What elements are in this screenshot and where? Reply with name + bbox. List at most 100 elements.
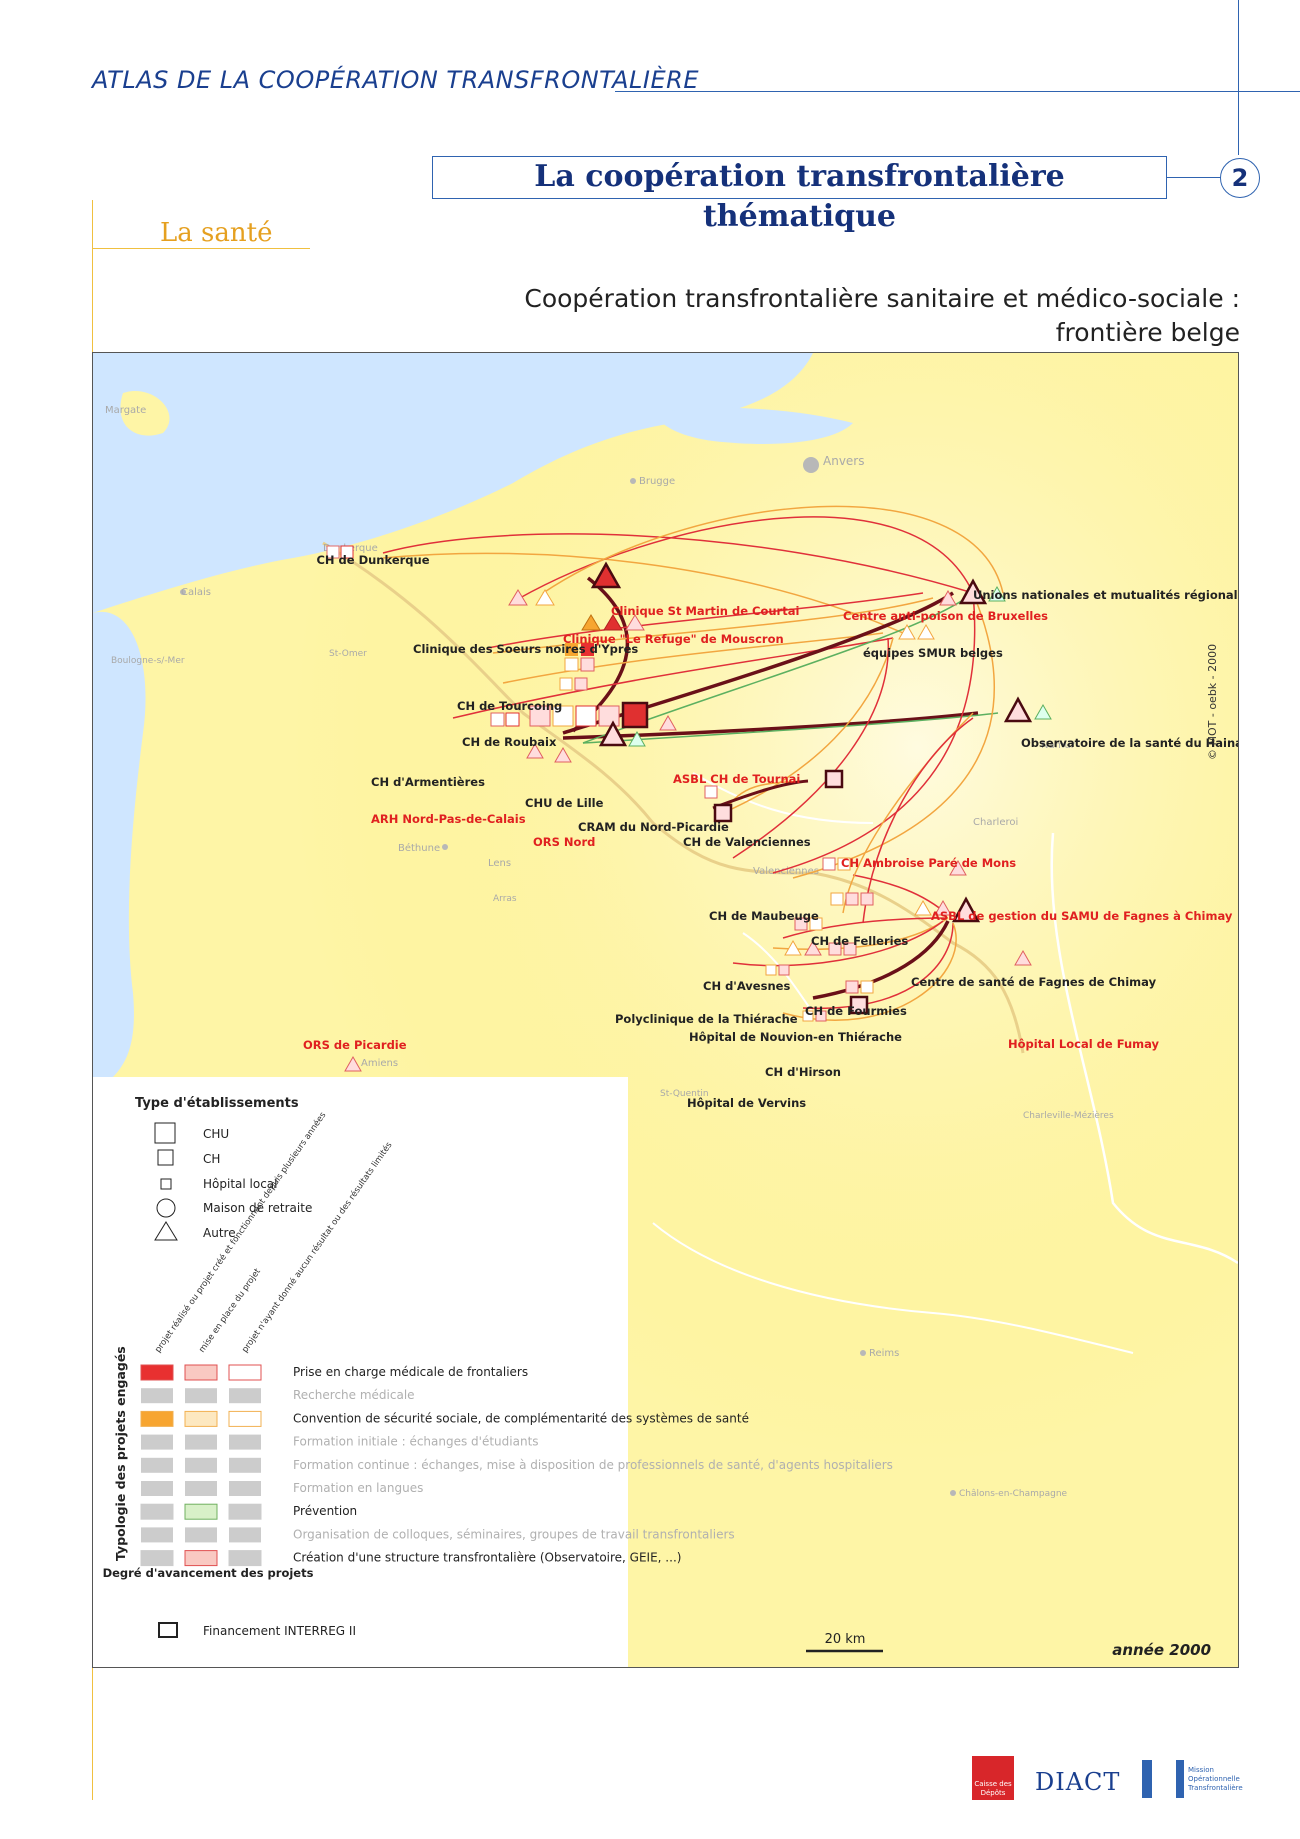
place-charleroi: Charleroi (973, 817, 1018, 828)
sym-tourcoing-1 (565, 643, 578, 656)
label-arh: ARH Nord-Pas-de-Calais (371, 812, 526, 826)
sym-unions-green (988, 585, 1006, 602)
label-ors-picardie: ORS de Picardie (303, 1038, 407, 1052)
legend-swatch (140, 1503, 174, 1520)
link-armentieres-smur (452, 637, 894, 719)
sym-chimay-2 (934, 899, 952, 916)
label-ors-nord: ORS Nord (533, 835, 595, 849)
diact-logo: DIACT (1035, 1768, 1121, 1796)
sym-valenciennes-1 (704, 785, 718, 799)
link-maubeuge-smur (732, 637, 889, 859)
legend-swatch (229, 1481, 261, 1496)
sym-observatoire-green (1034, 703, 1052, 720)
link-tourcoing-unions (492, 597, 934, 654)
legend-row-label: Formation initiale : échanges d'étudiant… (293, 1435, 539, 1449)
link-valenciennes-smur (722, 637, 894, 814)
sym-dunkerque-2 (340, 545, 354, 559)
sym-tourcoing-4 (580, 657, 595, 672)
label-roubaix: CH de Roubaix (462, 735, 557, 749)
sym-smur-2 (917, 623, 935, 640)
section-connector (1166, 177, 1232, 178)
label-avesnes: CH d'Avesnes (703, 979, 790, 993)
legend-type-retraite: Maison de retraite (203, 1201, 312, 1215)
sym-arh (526, 742, 544, 759)
label-hirson: CH d'Hirson (765, 1065, 841, 1079)
label-unions: Unions nationales et mutualités régional… (973, 588, 1238, 602)
label-thierache: Polyclinique de la Thiérache (615, 1012, 798, 1026)
label-tournai: ASBL CH de Tournai (673, 772, 800, 786)
link-dunkerque-smur (382, 552, 904, 634)
sym-hirson-2 (860, 980, 874, 994)
sym-fourmies-2 (843, 942, 857, 956)
legend-row-label: Formation continue : échanges, mise à di… (293, 1458, 893, 1472)
link-courtai-lille (571, 576, 630, 733)
legend-swatch (185, 1481, 217, 1496)
label-samu: ASBL de gestion du SAMU de Fagnes à Chim… (931, 909, 1233, 923)
label-mons: CH Ambroise Paré de Mons (841, 856, 1016, 870)
link-ypres-unions (517, 516, 974, 600)
legend-swatch (141, 1527, 173, 1543)
place-calais: Calais (181, 587, 211, 598)
place-charleville: Charleville-Mézières (1023, 1110, 1114, 1121)
legend-interreg-icon (158, 1622, 178, 1638)
sym-unions (958, 578, 988, 605)
legend-swatch (184, 1550, 218, 1567)
place-st-quentin: St-Quentin (660, 1089, 709, 1099)
label-observatoire: Observatoire de la santé du Hainaut (1021, 736, 1238, 750)
label-armentieres: CH d'Armentières (371, 775, 485, 789)
label-dunkerque: CH de Dunkerque (316, 553, 429, 567)
place-reims: Reims (869, 1348, 899, 1359)
label-antipoison: Centre anti-poison de Bruxelles (843, 609, 1048, 623)
sym-thierache-1 (784, 939, 802, 956)
river-meuse (1050, 832, 1238, 1265)
establishment-symbols (326, 545, 1052, 1072)
link-ypres-unions2 (542, 505, 1004, 594)
legend-swatch (185, 1457, 217, 1473)
legend-panel (93, 1077, 628, 1667)
sym-lille-3 (575, 705, 597, 727)
sym-observatoire (1003, 696, 1033, 723)
map-title-line2: frontière belge (1055, 318, 1240, 347)
label-tourcoing: CH de Tourcoing (457, 699, 562, 713)
sym-refuge-3 (625, 614, 645, 631)
legend-swatch (185, 1434, 217, 1450)
theme-rule (92, 248, 310, 249)
sym-refuge-1 (581, 614, 601, 631)
caisse-depots-logo: Caisse des Dépôts (972, 1756, 1014, 1800)
label-maubeuge: CH de Maubeuge (709, 909, 819, 923)
sym-vervins-2 (815, 1010, 827, 1022)
sym-thierache-2 (804, 939, 822, 956)
sym-lille-interreg (621, 701, 649, 729)
label-fourmies: CH de Fourmies (805, 1004, 907, 1018)
legend-swatch (184, 1364, 218, 1381)
legend-swatch (140, 1364, 174, 1381)
legend-swatch (229, 1457, 261, 1473)
legend-swatch (141, 1481, 173, 1496)
map-frame[interactable]: Margate Anvers Brugge Dunkerque Calais S… (92, 352, 1239, 1668)
labels-red: Clinique St Martin de Courtai Clinique "… (303, 604, 1233, 1052)
legend-retraite-icon (156, 1198, 176, 1218)
sym-lille-1 (529, 705, 551, 727)
label-chimay: Centre de santé de Fagnes de Chimay (911, 975, 1157, 989)
sym-dunkerque-1 (326, 545, 340, 559)
link-tourcoing-antipoison (487, 592, 924, 649)
link-cram-unions (582, 592, 974, 744)
sym-smur-1 (898, 623, 916, 640)
cooperation-map[interactable]: Margate Anvers Brugge Dunkerque Calais S… (93, 353, 1238, 1667)
place-namur: Namur (1041, 740, 1076, 751)
sym-lille-4 (598, 705, 620, 727)
label-ypres: Clinique des Soeurs noires d'Ypres (413, 642, 638, 656)
atlas-title: ATLAS DE LA COOPÉRATION TRANSFRONTALIÈRE (92, 66, 700, 94)
sym-chimay-1 (914, 899, 932, 916)
legend-row-label: Prise en charge médicale de frontaliers (293, 1365, 528, 1379)
legend-rows: Prise en charge médicale de frontaliersR… (140, 1364, 893, 1567)
labels-black: CH de Dunkerque Clinique des Soeurs noir… (316, 553, 1238, 1110)
legend-type-autre: Autre (203, 1226, 236, 1240)
legend-swatch (229, 1434, 261, 1450)
link-chimay-observatoire (862, 717, 974, 924)
label-felleries: CH de Felleries (811, 934, 908, 948)
sym-hirson-1 (845, 980, 859, 994)
place-brugge: Brugge (639, 476, 675, 487)
sym-fumay (1014, 949, 1032, 966)
legend-local-icon (160, 1178, 172, 1190)
